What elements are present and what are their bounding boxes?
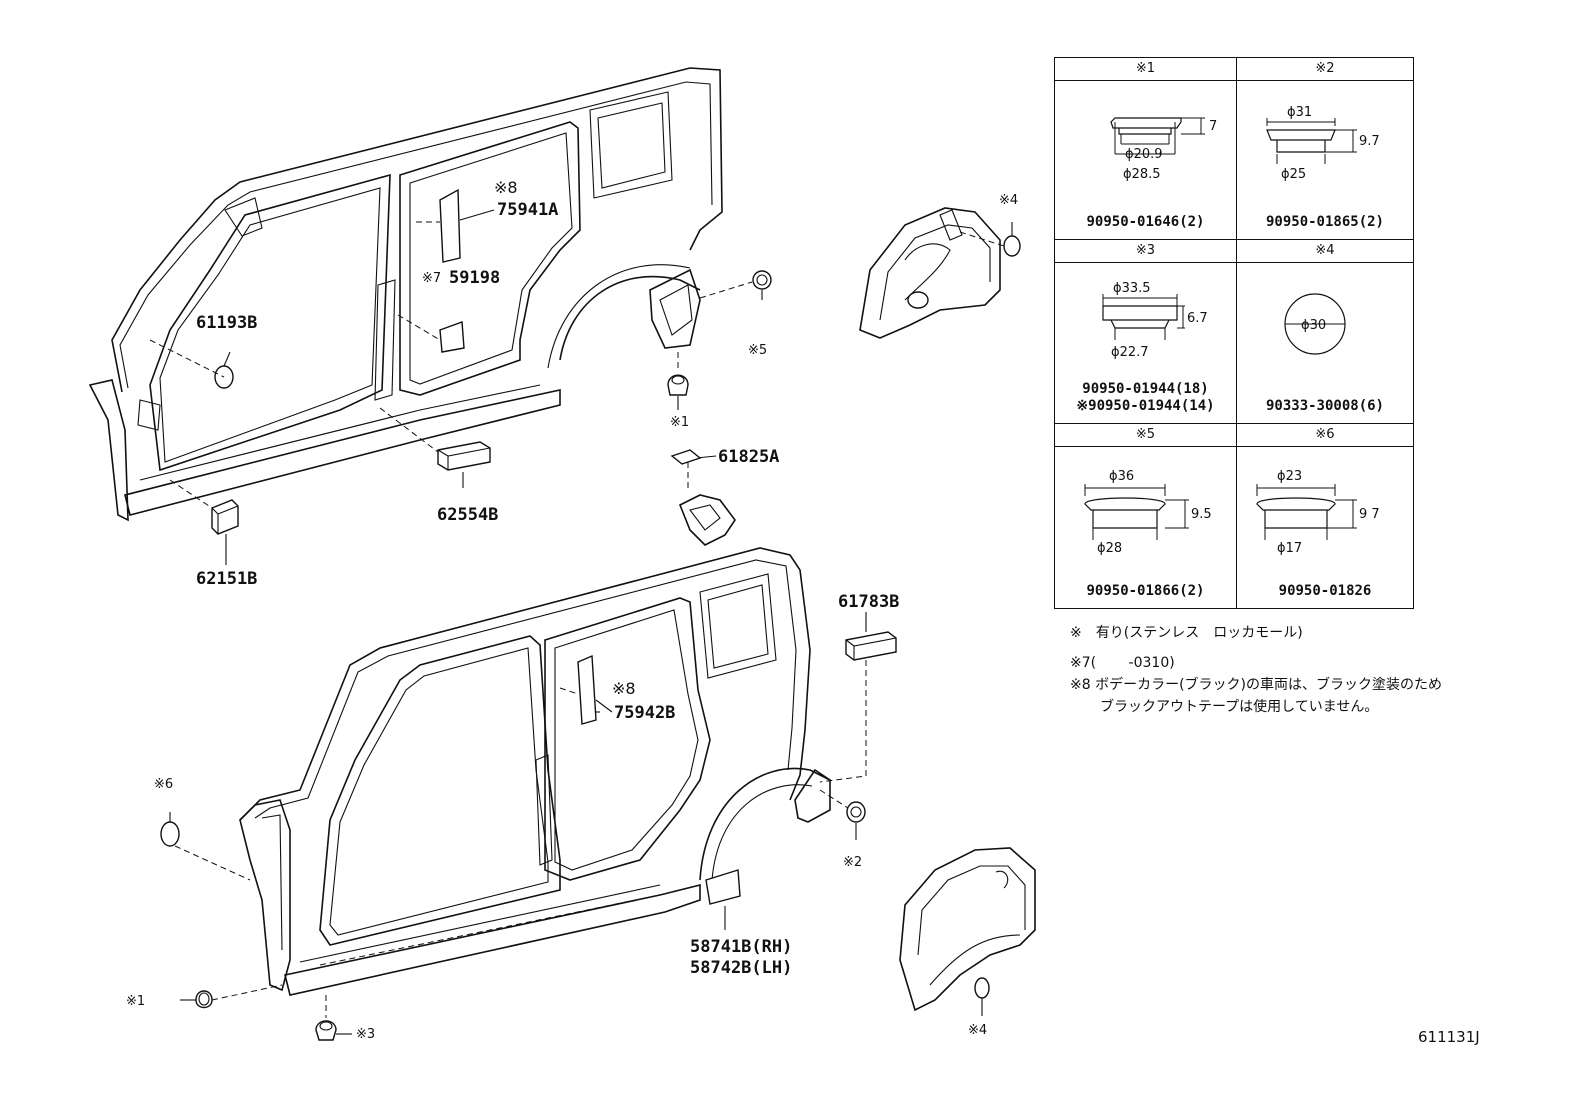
note-stainless-rocker: ※ 有り(ステンレス ロッカモール) — [1070, 625, 1303, 641]
grommet-3-part-number-alt: ※90950-01944(14) — [1076, 398, 1215, 414]
grommet-1-part-number: 90950-01646(2) — [1086, 214, 1205, 230]
grommet-spec-table: ※1 7 ϕ20.9 ϕ28.5 90950-01646(2) ※2 ϕ31 9… — [1054, 57, 1414, 609]
upper-side-panel — [88, 67, 723, 522]
mark-8-lower: ※8 — [612, 679, 636, 698]
mark-3: ※3 — [356, 1027, 375, 1042]
grommet-3-drawing: ϕ33.5 6.7 ϕ22.7 — [1102, 281, 1208, 360]
grommet-1-height: 7 — [1209, 119, 1217, 134]
grommet-1-drawing: 7 ϕ20.9 ϕ28.5 — [1110, 117, 1217, 182]
grommet-6-drawing: ϕ23 9 7 ϕ17 — [1256, 469, 1380, 556]
table-cell-4: ※4 ϕ30 90333-30008(6) — [1237, 240, 1413, 424]
bracket-61825A — [670, 449, 736, 546]
grommet-5-inner-dia: ϕ28 — [1097, 541, 1122, 556]
grommet-6-outer-dia: ϕ23 — [1277, 469, 1302, 484]
plug-3 — [315, 1020, 337, 1041]
callout-75941A: 75941A — [497, 200, 558, 220]
tape-75942B — [577, 654, 597, 725]
cell-header: ※6 — [1237, 424, 1413, 447]
mudguard-58741B — [705, 869, 741, 905]
mark-1-upper: ※1 — [670, 415, 689, 430]
callout-61193B: 61193B — [196, 313, 257, 333]
grommet-3-height: 6.7 — [1187, 311, 1208, 326]
plug-2 — [846, 801, 866, 823]
plug-4-part-number: 90333-30008(6) — [1265, 398, 1384, 414]
notes: ※ 有り(ステンレス ロッカモール) ※7( -0310) ※8 ボデーカラー(… — [1070, 622, 1570, 718]
table-cell-6: ※6 ϕ23 9 7 ϕ17 90950-01826 — [1237, 424, 1413, 608]
cell-header: ※3 — [1055, 240, 1236, 263]
figure-code: 611131J — [1418, 1028, 1480, 1046]
grommet-5-drawing: ϕ36 9.5 ϕ28 — [1084, 469, 1212, 556]
grommet-3-outer-dia: ϕ33.5 — [1113, 281, 1151, 296]
grommet-2-part-number: 90950-01865(2) — [1265, 214, 1384, 230]
callout-58741B: 58741B(RH) — [690, 937, 792, 957]
tape-75941A — [439, 188, 461, 263]
table-cell-2: ※2 ϕ31 9.7 ϕ25 90950-01865(2) — [1237, 58, 1413, 240]
callout-61825A: 61825A — [718, 447, 779, 467]
grommet-5-height: 9.5 — [1191, 507, 1212, 522]
plug-4-drawing: ϕ30 — [1284, 293, 1346, 355]
lower-side-panel — [239, 547, 831, 996]
mark-4-upper: ※4 — [999, 193, 1018, 208]
grommet-2-inner-dia: ϕ25 — [1281, 167, 1306, 182]
callout-62554B: 62554B — [437, 505, 498, 525]
cell-header: ※4 — [1237, 240, 1413, 263]
plug-5 — [752, 270, 772, 290]
table-cell-5: ※5 ϕ36 9.5 ϕ28 90950-01866(2) — [1055, 424, 1237, 608]
mark-4-lower: ※4 — [968, 1023, 987, 1038]
cell-header: ※5 — [1055, 424, 1236, 447]
grommet-5-outer-dia: ϕ36 — [1109, 469, 1134, 484]
note-7: ※7( -0310) — [1070, 655, 1175, 671]
rear-wheelhouse-upper — [859, 207, 1001, 339]
grommet-2-outer-dia: ϕ31 — [1287, 105, 1312, 120]
callout-59198: 59198 — [449, 268, 500, 288]
pad-62554B — [437, 441, 491, 471]
plug-4-dia: ϕ30 — [1301, 318, 1326, 333]
grommet-1-outer-dia: ϕ28.5 — [1123, 167, 1161, 182]
plug-1-lower — [195, 990, 213, 1009]
grommet-2-height: 9.7 — [1359, 134, 1380, 149]
cell-header: ※1 — [1055, 58, 1236, 81]
grommet-3-inner-dia: ϕ22.7 — [1111, 345, 1149, 360]
grommet-6-part-number: 90950-01826 — [1278, 583, 1372, 599]
grommet-1-inner-dia: ϕ20.9 — [1125, 147, 1163, 162]
mark-6: ※6 — [154, 777, 173, 792]
callout-61783B: 61783B — [838, 592, 899, 612]
mark-7: ※7 — [422, 271, 441, 286]
plug-4-upper — [1003, 235, 1021, 257]
pad-61783B — [845, 631, 897, 661]
plug-4-lower — [974, 977, 990, 999]
pad-62151B — [211, 499, 239, 535]
grommet-5-part-number: 90950-01866(2) — [1086, 583, 1205, 599]
pad-59198 — [439, 321, 465, 353]
grommet-2-drawing: ϕ31 9.7 ϕ25 — [1266, 105, 1380, 182]
grommet-6-inner-dia: ϕ17 — [1277, 541, 1302, 556]
note-8-continued: ブラックアウトテープは使用していません。 — [1100, 699, 1379, 715]
cell-header: ※2 — [1237, 58, 1413, 81]
note-8: ※8 ボデーカラー(ブラック)の車両は、ブラック塗装のため — [1070, 677, 1443, 693]
callout-62151B: 62151B — [196, 569, 257, 589]
plug-6 — [160, 821, 180, 847]
mark-2: ※2 — [843, 855, 862, 870]
grommet-6-height: 9 7 — [1359, 507, 1380, 522]
rear-wheelhouse-lower — [899, 847, 1036, 1012]
plug-1-upper — [667, 374, 689, 396]
table-cell-3: ※3 ϕ33.5 6.7 ϕ22.7 90950-01944(18) ※9095… — [1055, 240, 1237, 424]
mark-1-lower: ※1 — [126, 994, 145, 1009]
mark-8-upper: ※8 — [494, 178, 518, 197]
grommet-3-part-number: 90950-01944(18) — [1082, 381, 1209, 397]
table-cell-1: ※1 7 ϕ20.9 ϕ28.5 90950-01646(2) — [1055, 58, 1237, 240]
callout-58742B: 58742B(LH) — [690, 958, 792, 978]
grommet-3-part-numbers: 90950-01944(18) ※90950-01944(14) — [1055, 381, 1236, 415]
callout-75942B: 75942B — [614, 703, 675, 723]
mark-5: ※5 — [748, 343, 767, 358]
